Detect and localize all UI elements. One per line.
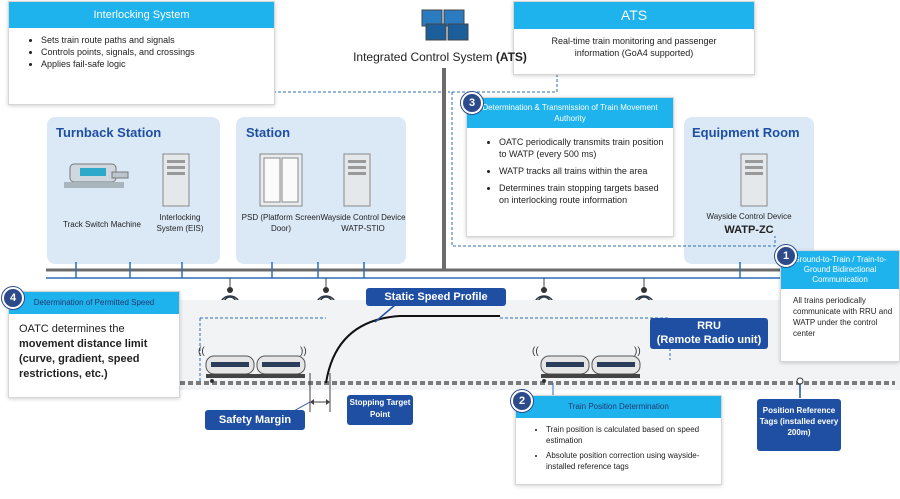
interlocking-bullets: Sets train route paths and signals Contr… — [27, 34, 274, 70]
step4-box: Determination of Permitted Speed OATC de… — [8, 291, 180, 398]
psd-label: PSD (Platform Screen Door) — [241, 213, 321, 233]
track-switch-machine-icon — [62, 158, 132, 198]
turnback-station-panel — [47, 117, 220, 264]
step1-box: Ground-to-Train / Train-to-Ground Bidire… — [780, 250, 900, 362]
step2-number-badge: 2 — [511, 390, 533, 412]
step2-bullets: Train position is calculated based on sp… — [532, 424, 715, 472]
position-reference-tags-label: Position Reference Tags (installed every… — [757, 399, 841, 451]
step3-number-badge: 3 — [461, 92, 483, 114]
watp-zc-label: Wayside Control Device — [706, 212, 792, 221]
track-switch-machine-label: Track Switch Machine — [63, 220, 141, 229]
equipment-room-title: Equipment Room — [692, 125, 800, 140]
list-item: WATP tracks all trains within the area — [499, 165, 667, 177]
step1-body: All trains periodically communicate with… — [793, 296, 893, 338]
list-item: Sets train route paths and signals — [41, 34, 274, 46]
interlocking-system-title: Interlocking System — [9, 2, 274, 28]
safety-margin-label: Safety Margin — [205, 410, 305, 430]
step2-title: Train Position Determination — [516, 396, 721, 418]
train-right — [540, 354, 642, 380]
list-item: Applies fail-safe logic — [41, 58, 274, 70]
step3-bullets: OATC periodically transmits train positi… — [485, 136, 667, 206]
stopping-target-point-label: Stopping Target Point — [347, 395, 413, 425]
step4-body: OATC determines the movement distance li… — [19, 323, 148, 380]
turnback-station-title: Turnback Station — [56, 125, 162, 140]
psd-door-icon — [258, 152, 304, 208]
station-title: Station — [246, 125, 291, 140]
watp-stio-label: Wayside Control Device WATP-STIO — [320, 213, 406, 233]
train-antenna-waves: )) — [300, 346, 307, 357]
static-speed-profile-label: Static Speed Profile — [366, 288, 506, 306]
interlocking-system-label: Interlocking System (EIS) — [156, 213, 204, 233]
train-antenna-waves: )) — [634, 346, 641, 357]
step4-number-badge: 4 — [2, 287, 24, 309]
train-antenna-waves: (( — [532, 346, 539, 357]
monitors-icon — [420, 6, 470, 46]
interlocking-system-box: Interlocking System Sets train route pat… — [8, 1, 275, 105]
watp-stio-server-icon — [338, 152, 378, 208]
ats-box: ATS Real-time train monitoring and passe… — [513, 1, 755, 75]
step3-title: Determination & Transmission of Train Mo… — [467, 98, 673, 128]
step2-box: Train Position Determination Train posit… — [515, 395, 722, 485]
step3-box: Determination & Transmission of Train Mo… — [466, 97, 674, 237]
interlocking-server-icon — [157, 152, 197, 208]
list-item: OATC periodically transmits train positi… — [499, 136, 667, 160]
ats-description: Real-time train monitoring and passenger… — [551, 36, 717, 58]
list-item: Determines train stopping targets based … — [499, 182, 667, 206]
step1-number-badge: 1 — [775, 245, 797, 267]
watp-zc-name: WATP-ZC — [724, 224, 774, 236]
watp-zc-server-icon — [735, 152, 775, 208]
step1-title: Ground-to-Train / Train-to-Ground Bidire… — [781, 251, 899, 289]
step4-title: Determination of Permitted Speed — [9, 292, 179, 314]
list-item: Controls points, signals, and crossings — [41, 46, 274, 58]
train-left — [205, 354, 307, 380]
list-item: Train position is calculated based on sp… — [546, 424, 715, 446]
control-center-label: Integrated Control System (ATS) — [353, 50, 527, 64]
ats-title: ATS — [514, 2, 754, 29]
rru-label: RRU (Remote Radio unit) — [650, 318, 768, 349]
list-item: Absolute position correction using waysi… — [546, 450, 715, 472]
train-antenna-waves: (( — [198, 346, 205, 357]
